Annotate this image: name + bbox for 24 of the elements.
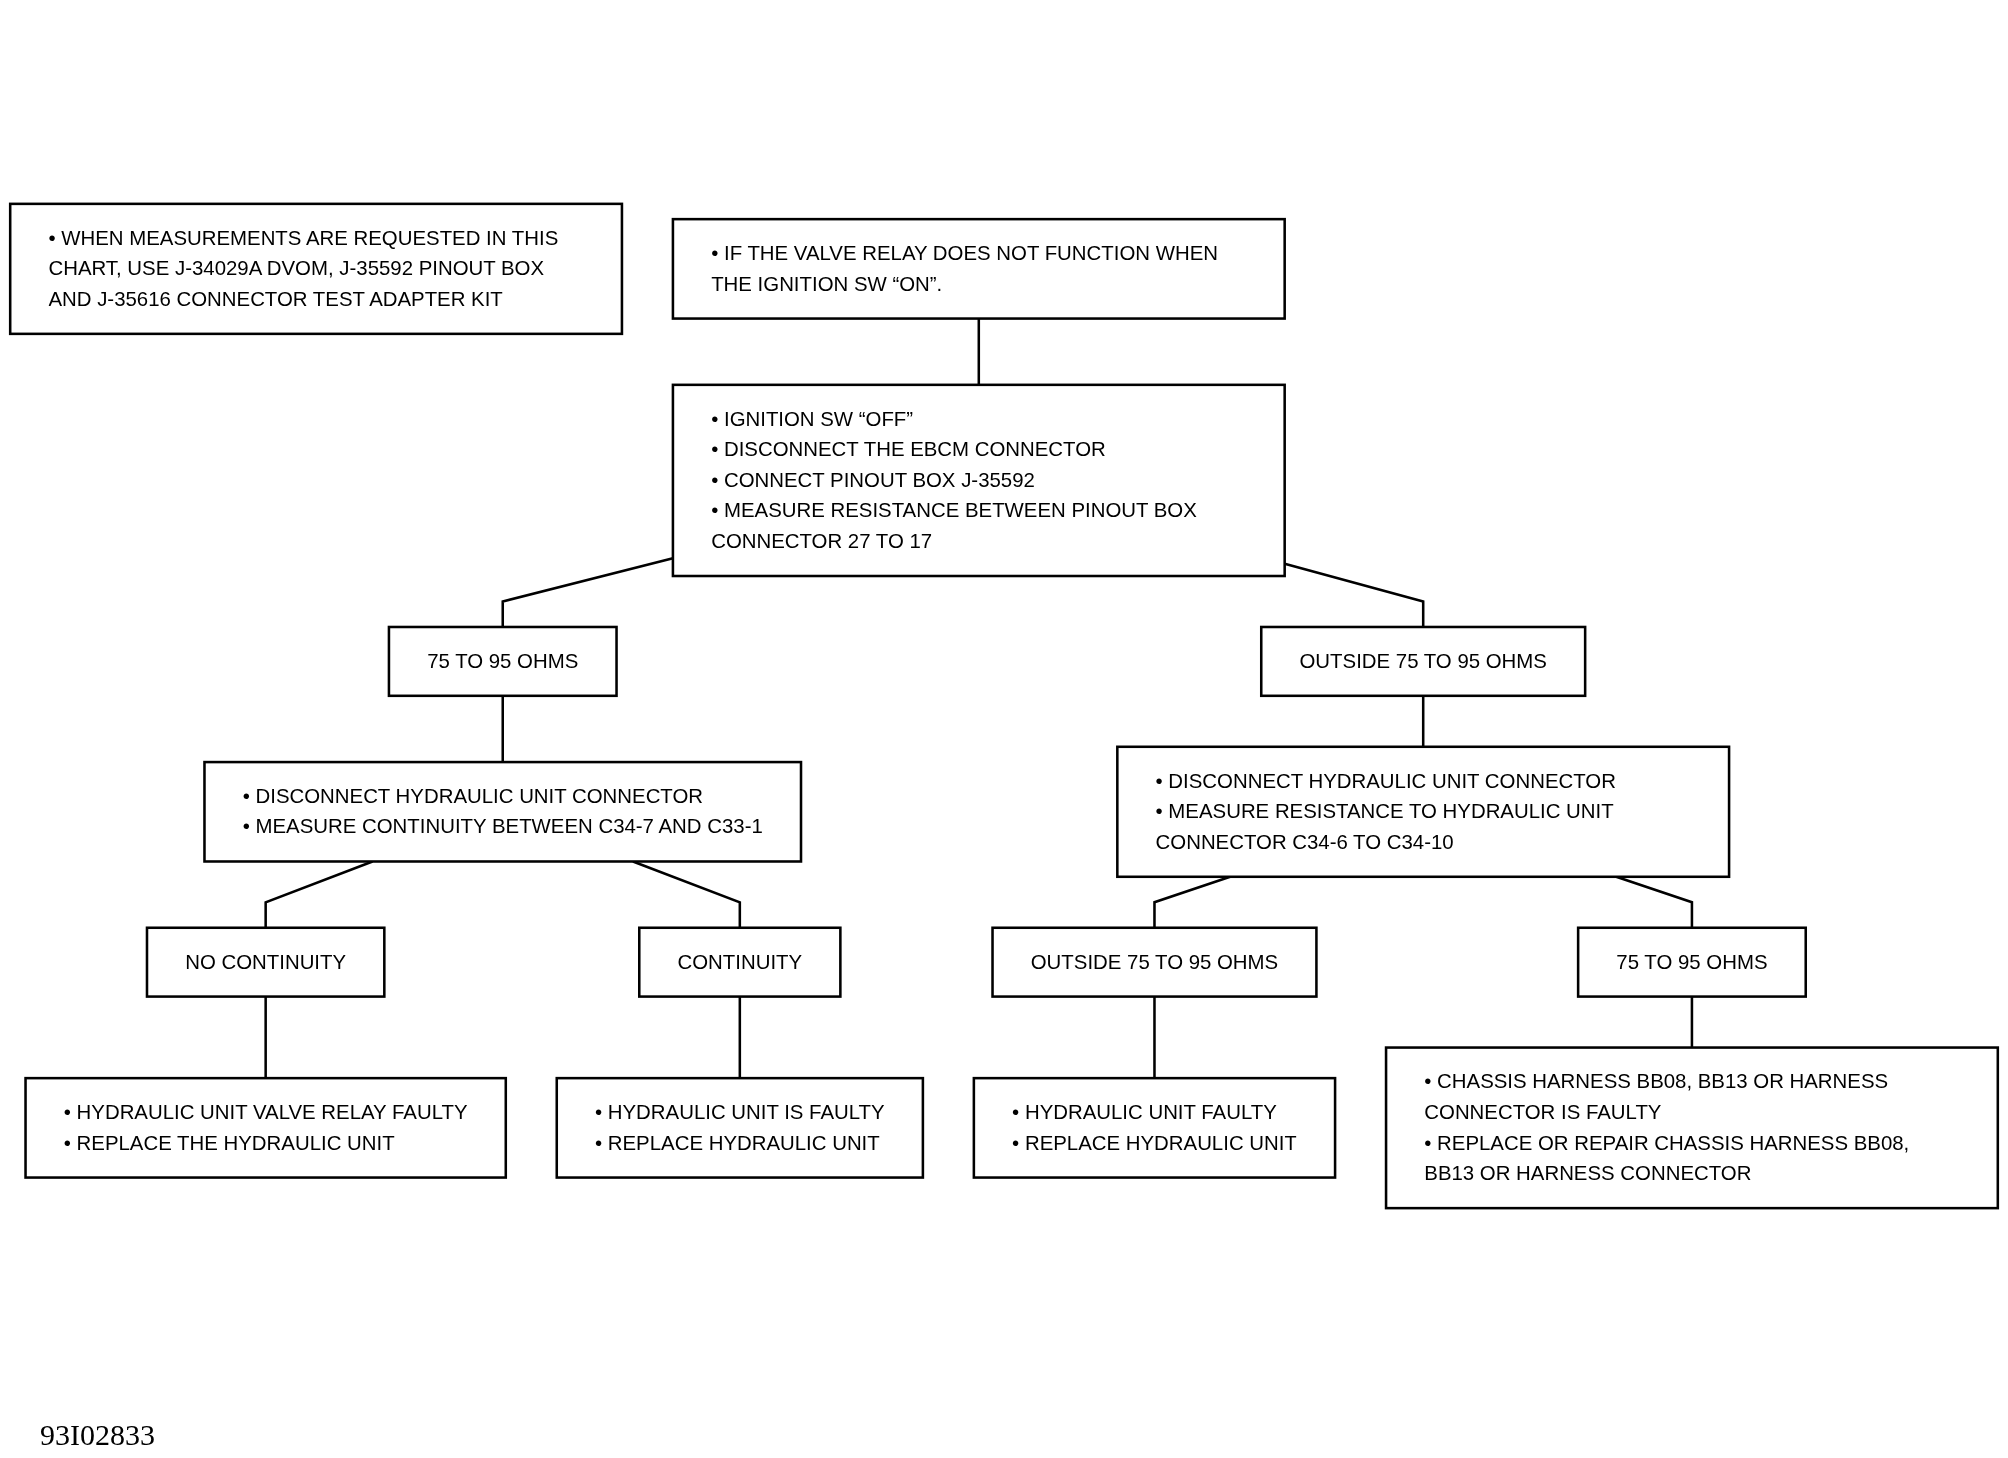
node-box: • IGNITION SW “OFF” • DISCONNECT THE EBCM CONNECTOR • CONNECT PINOUT BOX J-35592 • MEASURE RESISTANCE BETWEEN PINOUT BOX CONNECTOR 27 TO 17 (671, 383, 1286, 578)
node-box: • CHASSIS HARNESS BB08, BB13 OR HARNESS CONNECTOR IS FAULTY • REPLACE OR REPAIR CHASSIS HARNESS BB08, BB13 OR HARNESS CONNECTOR (1384, 1046, 2000, 1210)
node-box: 75 TO 95 OHMS (1576, 926, 1807, 998)
node-box: • WHEN MEASUREMENTS ARE REQUESTED IN THIS CHART, USE J-34029A DVOM, J-35592 PINOUT BOX AND J-35616 CONNECTOR TEST ADAPTER KIT (8, 202, 624, 336)
node-box: • DISCONNECT HYDRAULIC UNIT CONNECTOR • MEASURE RESISTANCE TO HYDRAULIC UNIT CONNECTOR C34-6 TO C34-10 (1116, 745, 1731, 879)
connector (738, 996, 742, 1079)
node-box: CONTINUITY (638, 926, 842, 998)
node-box: 75 TO 95 OHMS (387, 625, 618, 698)
connector (1421, 695, 1425, 747)
node-box: • HYDRAULIC UNIT VALVE RELAY FAULTY • REPLACE THE HYDRAULIC UNIT (24, 1076, 508, 1179)
connector (1284, 562, 1425, 627)
connector (1153, 996, 1156, 1079)
connector (977, 318, 981, 385)
connector (501, 695, 504, 763)
node-box: • DISCONNECT HYDRAULIC UNIT CONNECTOR • MEASURE CONTINUITY BETWEEN C34-7 AND C33-1 (203, 760, 803, 863)
connector (1690, 996, 1694, 1048)
node-box: OUTSIDE 75 TO 95 OHMS (991, 926, 1318, 998)
connector (264, 996, 267, 1079)
node-box: • HYDRAULIC UNIT FAULTY • REPLACE HYDRAULIC UNIT (972, 1076, 1337, 1179)
node-box: NO CONTINUITY (145, 926, 386, 998)
node-box: • IF THE VALVE RELAY DOES NOT FUNCTION WHEN THE IGNITION SW “ON”. (671, 217, 1286, 320)
figure-number: 93I02833 (40, 1418, 155, 1452)
node-box: OUTSIDE 75 TO 95 OHMS (1259, 625, 1587, 698)
node-box: • HYDRAULIC UNIT IS FAULTY • REPLACE HYDRAULIC UNIT (555, 1076, 925, 1179)
